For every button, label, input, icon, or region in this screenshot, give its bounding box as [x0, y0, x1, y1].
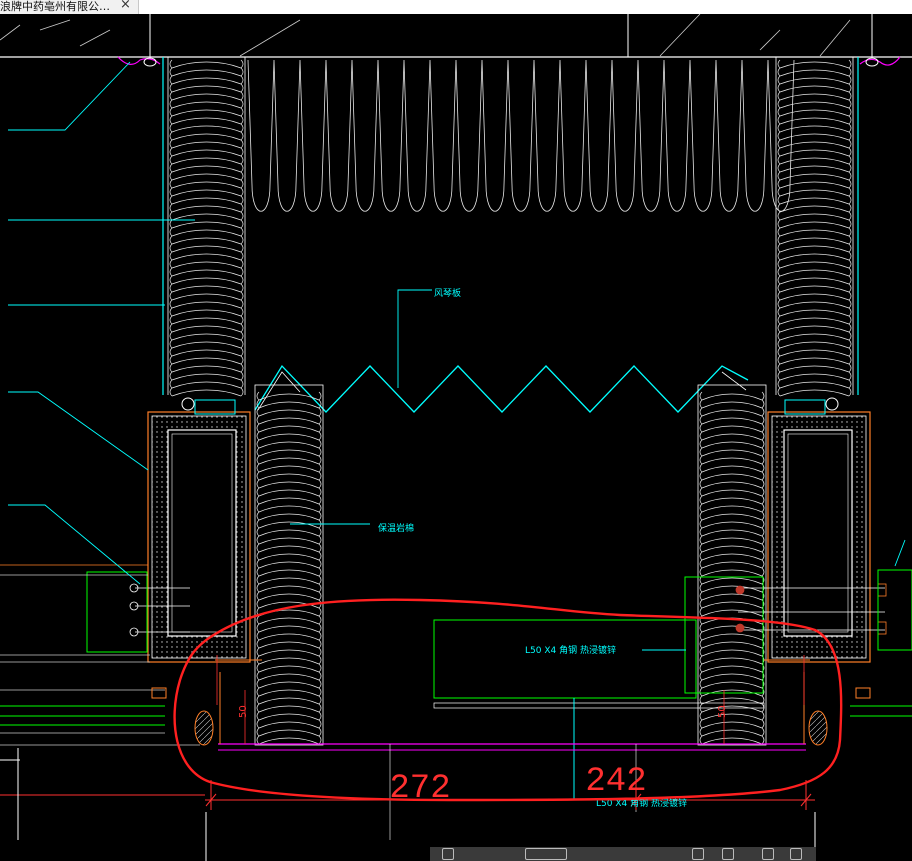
- left-slab-lines: [0, 564, 200, 746]
- label-wind-board: 风琴板: [434, 287, 461, 299]
- red-markup-ellipse: [173, 598, 843, 802]
- browser-tab-bar: 浪牌中药亳州有限公… ×: [0, 0, 912, 14]
- label-angle-steel-main: L50 X4 角钢 热浸镀锌: [525, 644, 616, 656]
- insulation-coil-right: [777, 59, 852, 397]
- frame-icon[interactable]: [525, 848, 567, 860]
- top-ceiling: [0, 14, 912, 67]
- left-steel-column: [147, 397, 251, 663]
- label-insulation: 保温岩棉: [378, 522, 414, 534]
- pen-icon[interactable]: [442, 848, 454, 860]
- leader-lines: [8, 61, 906, 585]
- insulation-loops-top: [247, 59, 795, 212]
- dimension-242: 242: [585, 763, 646, 801]
- dimension-272: 272: [389, 770, 450, 808]
- copy-icon[interactable]: [762, 848, 774, 860]
- bottom-sill: [151, 659, 871, 840]
- insulation-coil-left: [169, 59, 244, 397]
- grid-icon[interactable]: [722, 848, 734, 860]
- cad-drawing-canvas[interactable]: 50 50 272 242 400 风琴板 保温岩棉 L50 X4 角钢 热浸镀…: [0, 14, 912, 861]
- floating-toolbar: [430, 847, 816, 861]
- side-dimension-marks: [216, 655, 805, 744]
- tab-title: 浪牌中药亳州有限公…: [0, 0, 110, 13]
- screen-icon[interactable]: [692, 848, 704, 860]
- left-wall: [162, 57, 246, 397]
- side-dim-left: 50: [238, 705, 249, 718]
- center-insulation-left: [254, 384, 324, 746]
- right-steel-column: [767, 397, 871, 663]
- side-dim-right: 50: [717, 705, 728, 718]
- save-icon[interactable]: [790, 848, 802, 860]
- right-wall: [775, 57, 859, 397]
- wind-board-zigzag: [254, 364, 749, 413]
- angle-steel-box: [433, 619, 765, 800]
- close-icon[interactable]: ×: [120, 0, 131, 12]
- browser-tab[interactable]: 浪牌中药亳州有限公… ×: [0, 0, 139, 14]
- center-insulation-right: [697, 384, 767, 746]
